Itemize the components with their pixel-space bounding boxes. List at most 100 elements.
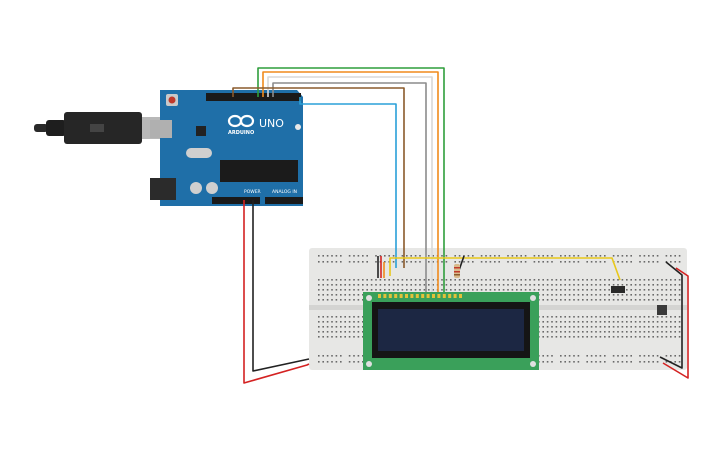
breadboard-hole [428, 284, 430, 286]
breadboard-hole [652, 336, 654, 338]
lcd-pin [459, 294, 462, 298]
breadboard-hole [551, 326, 553, 328]
breadboard-hole [326, 279, 329, 281]
breadboard-hole [634, 284, 637, 286]
breadboard-hole [582, 321, 584, 323]
breadboard-hole [652, 284, 654, 286]
breadboard-hole [656, 321, 659, 323]
breadboard-hole [326, 326, 329, 328]
breadboard-hole [582, 336, 584, 338]
breadboard-hole [656, 326, 659, 328]
breadboard-hole [564, 326, 566, 328]
breadboard-hole [542, 294, 544, 296]
breadboard-hole [626, 299, 628, 301]
breadboard-hole [617, 331, 619, 333]
breadboard-hole [344, 294, 346, 296]
breadboard-hole [648, 331, 650, 333]
breadboard-hole [318, 279, 320, 281]
breadboard-hole [604, 289, 606, 291]
breadboard-hole [608, 316, 610, 318]
breadboard-hole [555, 336, 558, 338]
breadboard-hole [414, 255, 417, 257]
breadboard-hole [656, 284, 659, 286]
breadboard-hole [665, 299, 668, 301]
crystal [186, 148, 212, 158]
breadboard-hole [643, 355, 646, 357]
breadboard-hole [546, 316, 549, 318]
breadboard-hole [542, 321, 544, 323]
breadboard-hole [467, 289, 470, 291]
wire-black-gnd[interactable] [252, 200, 310, 372]
wire-red-5v[interactable] [243, 200, 310, 384]
breadboard-hole [630, 261, 632, 263]
potentiometer[interactable] [611, 286, 625, 293]
breadboard-hole [551, 294, 553, 296]
breadboard-hole [551, 255, 553, 257]
breadboard-hole [568, 326, 571, 328]
breadboard-hole [379, 279, 382, 281]
breadboard-hole [568, 289, 571, 291]
breadboard-hole [335, 284, 338, 286]
breadboard-hole [612, 331, 615, 333]
breadboard-hole [590, 255, 593, 257]
breadboard-hole [634, 326, 637, 328]
breadboard-hole [441, 289, 443, 291]
breadboard-hole [551, 299, 553, 301]
breadboard-hole [639, 294, 641, 296]
wire-brown[interactable] [232, 87, 405, 268]
wire-gray[interactable] [272, 82, 427, 292]
breadboard-hole [357, 326, 360, 328]
breadboard-hole [612, 355, 615, 357]
breadboard-hole [568, 316, 571, 318]
breadboard-hole [516, 289, 518, 291]
breadboard-hole [661, 279, 663, 281]
breadboard-hole [318, 331, 320, 333]
breadboard-hole [353, 299, 355, 301]
breadboard-hole [551, 336, 553, 338]
breadboard-hole [375, 261, 377, 263]
wire-black-rail[interactable] [659, 261, 683, 369]
breadboard-hole [573, 279, 575, 281]
breadboard-hole [639, 331, 641, 333]
breadboard-hole [652, 331, 654, 333]
push-button[interactable] [657, 305, 667, 315]
breadboard-hole [353, 316, 355, 318]
breadboard-hole [586, 355, 588, 357]
breadboard-hole [678, 284, 681, 286]
wire-yellow[interactable] [389, 257, 621, 281]
breadboard-hole [507, 255, 509, 257]
breadboard-hole [335, 289, 338, 291]
breadboard-hole [652, 261, 654, 263]
breadboard-hole [551, 355, 553, 357]
breadboard-hole [476, 289, 478, 291]
breadboard-hole [590, 326, 593, 328]
breadboard-hole [599, 289, 602, 291]
breadboard-hole [608, 294, 610, 296]
breadboard-hole [551, 361, 553, 363]
breadboard-hole [428, 279, 430, 281]
breadboard-hole [502, 279, 505, 281]
breadboard-hole [621, 284, 624, 286]
wire-white[interactable] [267, 76, 433, 292]
reset-button[interactable] [168, 96, 176, 104]
breadboard-hole [348, 336, 351, 338]
wire-red-rail[interactable] [662, 267, 689, 379]
breadboard-hole [485, 255, 487, 257]
breadboard-hole [348, 294, 351, 296]
wire-green[interactable] [257, 67, 445, 292]
breadboard-hole [665, 336, 668, 338]
breadboard-hole [599, 261, 602, 263]
breadboard-hole [388, 289, 390, 291]
wires [232, 67, 689, 384]
breadboard-hole [648, 336, 650, 338]
power-header [212, 197, 260, 204]
wire-orange[interactable] [262, 71, 439, 292]
breadboard-hole [564, 289, 566, 291]
breadboard-hole [617, 261, 619, 263]
breadboard-hole [463, 255, 465, 257]
breadboard-hole [428, 261, 430, 263]
breadboard-hole [573, 294, 575, 296]
breadboard-hole [586, 294, 588, 296]
wire-blue[interactable] [299, 97, 397, 268]
